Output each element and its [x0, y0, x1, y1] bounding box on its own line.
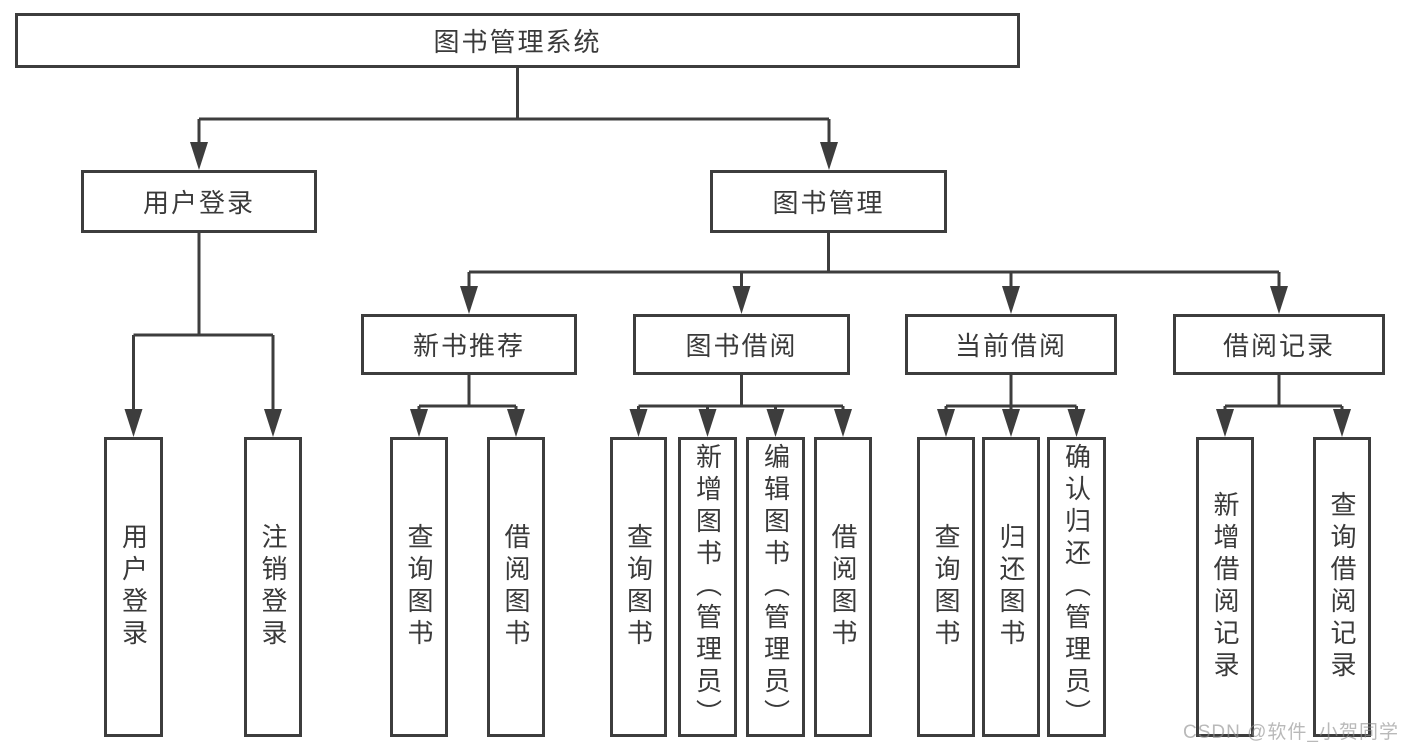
node-user-login: 用户登录: [81, 170, 317, 233]
leaf-newrec-borrow-books: 借阅图书: [487, 437, 545, 737]
leaf-records-query-record-label: 查询借阅记录: [1327, 491, 1357, 683]
leaf-borrowing-add-books-admin-label: 新增图书（管理员）: [692, 443, 723, 731]
leaf-borrowing-query-books: 查询图书: [610, 437, 667, 737]
node-current-borrowing: 当前借阅: [905, 314, 1117, 375]
node-book-management-label: 图书管理: [772, 188, 885, 218]
node-user-login-label: 用户登录: [142, 188, 255, 218]
leaf-borrowing-edit-books-admin: 编辑图书（管理员）: [746, 437, 805, 737]
leaf-logout: 注销登录: [244, 437, 302, 737]
leaf-borrowing-add-books-admin: 新增图书（管理员）: [678, 437, 737, 737]
leaf-newrec-borrow-books-label: 借阅图书: [501, 523, 531, 651]
node-borrowing-records: 借阅记录: [1173, 314, 1385, 375]
leaf-newrec-query-books: 查询图书: [390, 437, 448, 737]
node-library-management-system: 图书管理系统: [15, 13, 1020, 68]
leaf-user-login: 用户登录: [104, 437, 163, 737]
leaf-current-return-books-label: 归还图书: [996, 523, 1026, 651]
leaf-borrowing-edit-books-admin-label: 编辑图书（管理员）: [760, 443, 791, 731]
node-book-borrowing: 图书借阅: [633, 314, 850, 375]
leaf-logout-label: 注销登录: [258, 523, 288, 651]
leaf-current-query-books: 查询图书: [917, 437, 975, 737]
leaf-newrec-query-books-label: 查询图书: [404, 523, 434, 651]
leaf-records-add-record-label: 新增借阅记录: [1210, 491, 1240, 683]
node-book-management: 图书管理: [710, 170, 947, 233]
csdn-watermark: CSDN @软件_小贺同学: [1183, 722, 1399, 743]
leaf-current-confirm-return-admin-label: 确认归还（管理员）: [1061, 443, 1092, 731]
leaf-current-query-books-label: 查询图书: [931, 523, 961, 651]
node-new-book-recommend: 新书推荐: [361, 314, 577, 375]
leaf-borrowing-query-books-label: 查询图书: [623, 523, 654, 651]
leaf-user-login-label: 用户登录: [118, 523, 149, 651]
leaf-current-confirm-return-admin: 确认归还（管理员）: [1047, 437, 1106, 737]
leaf-records-query-record: 查询借阅记录: [1313, 437, 1371, 737]
leaf-records-add-record: 新增借阅记录: [1196, 437, 1254, 737]
leaf-borrowing-borrow-books: 借阅图书: [814, 437, 872, 737]
leaf-current-return-books: 归还图书: [982, 437, 1040, 737]
arrowheads: [124, 142, 1351, 437]
node-new-book-recommend-label: 新书推荐: [412, 331, 525, 361]
node-borrowing-records-label: 借阅记录: [1222, 331, 1335, 361]
leaf-borrowing-borrow-books-label: 借阅图书: [828, 523, 858, 651]
node-library-management-system-label: 图书管理系统: [433, 27, 602, 57]
node-current-borrowing-label: 当前借阅: [954, 331, 1067, 361]
node-book-borrowing-label: 图书借阅: [685, 331, 798, 361]
